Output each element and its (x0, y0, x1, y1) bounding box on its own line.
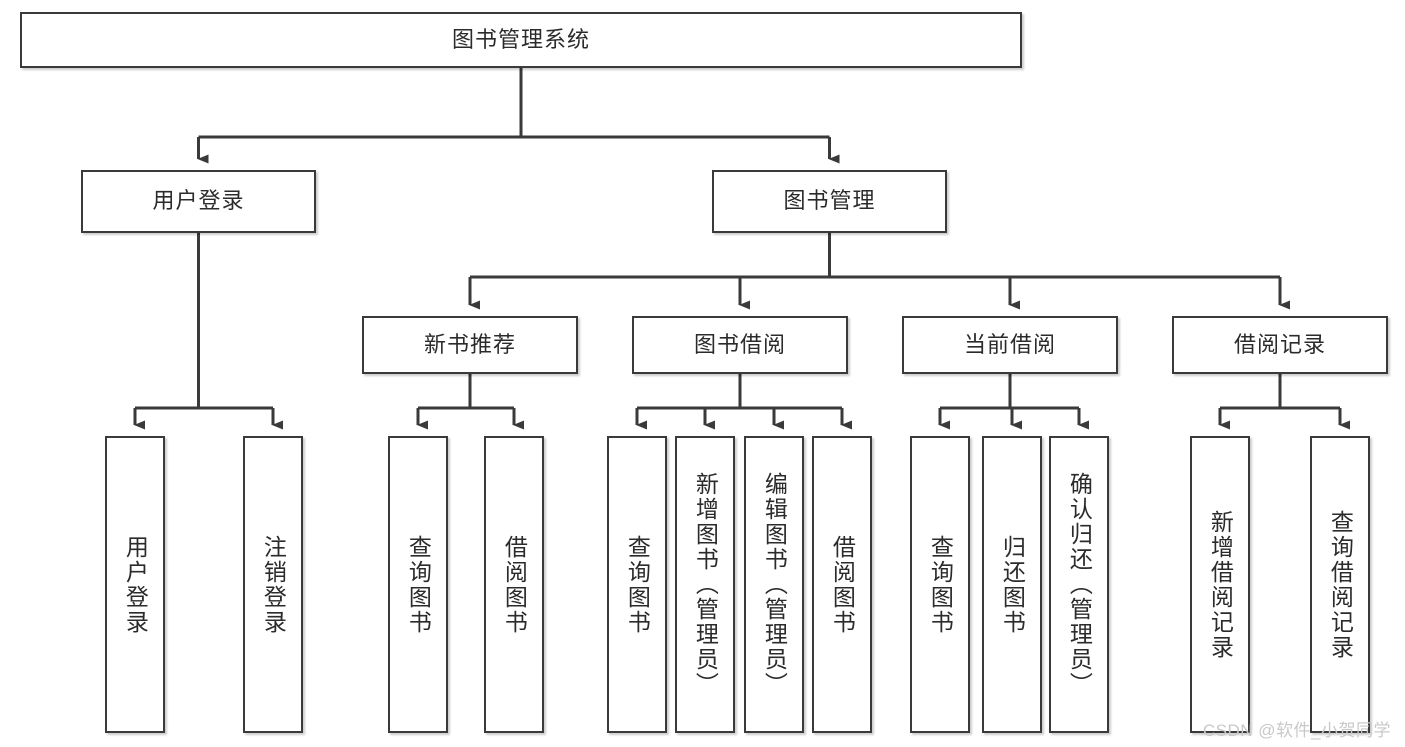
node-label: 查询借阅记录 (1327, 509, 1354, 660)
level3-node-1[interactable]: 新书推荐 (362, 316, 578, 374)
leaf-node-11[interactable]: 确认归还（管理员） (1049, 436, 1109, 733)
leaf-node-5[interactable]: 查询图书 (607, 436, 667, 733)
node-label: 注销登录 (260, 534, 287, 635)
leaf-node-1[interactable]: 用户登录 (105, 436, 165, 733)
node-label: 查询图书 (624, 534, 651, 635)
node-label: 查询图书 (405, 534, 432, 635)
leaf-node-12[interactable]: 新增借阅记录 (1190, 436, 1250, 733)
level3-node-3[interactable]: 当前借阅 (902, 316, 1118, 374)
node-label: 编辑图书（管理员） (761, 472, 788, 697)
leaf-node-6[interactable]: 新增图书（管理员） (675, 436, 735, 733)
node-label: 确认归还（管理员） (1066, 472, 1093, 697)
root-node-system[interactable]: 图书管理系统 (20, 12, 1022, 68)
node-label: 借阅图书 (501, 534, 528, 635)
node-label: 新书推荐 (423, 331, 516, 357)
node-label: 查询图书 (927, 534, 954, 635)
leaf-node-2[interactable]: 注销登录 (243, 436, 303, 733)
node-label: 借阅图书 (829, 534, 856, 635)
node-label: 用户登录 (122, 534, 149, 635)
node-label: 新增图书（管理员） (692, 472, 719, 697)
node-label: 当前借阅 (963, 331, 1056, 357)
leaf-node-4[interactable]: 借阅图书 (484, 436, 544, 733)
leaf-node-7[interactable]: 编辑图书（管理员） (744, 436, 804, 733)
node-label: 图书管理系统 (451, 26, 590, 52)
leaf-node-10[interactable]: 归还图书 (982, 436, 1042, 733)
level3-node-2[interactable]: 图书借阅 (632, 316, 848, 374)
leaf-node-9[interactable]: 查询图书 (910, 436, 970, 733)
node-label: 新增借阅记录 (1207, 509, 1234, 660)
level3-node-4[interactable]: 借阅记录 (1172, 316, 1388, 374)
node-label: 用户登录 (152, 188, 245, 214)
watermark-label: CSDN @软件_小贺同学 (1202, 721, 1391, 740)
level2-node-2[interactable]: 图书管理 (712, 170, 947, 233)
leaf-node-13[interactable]: 查询借阅记录 (1310, 436, 1370, 733)
node-label: 借阅记录 (1233, 331, 1326, 357)
node-label: 归还图书 (999, 534, 1026, 635)
level2-node-1[interactable]: 用户登录 (81, 170, 316, 233)
leaf-node-8[interactable]: 借阅图书 (812, 436, 872, 733)
leaf-node-3[interactable]: 查询图书 (388, 436, 448, 733)
node-label: 图书管理 (783, 188, 876, 214)
node-label: 图书借阅 (693, 331, 786, 357)
